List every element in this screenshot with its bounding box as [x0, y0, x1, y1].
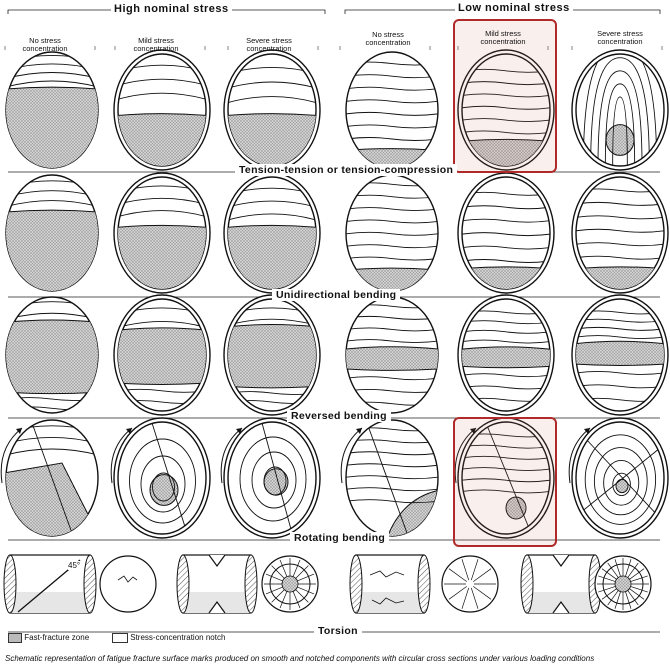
rotation-arrow-head — [470, 428, 476, 434]
fracture-surface-r2-c2 — [223, 294, 321, 416]
fracture-surface-r1-c0 — [5, 174, 99, 292]
highlight-box-bottom — [453, 417, 557, 547]
header-low-nominal-stress: Low nominal stress — [455, 2, 573, 14]
highlight-box-top — [453, 19, 557, 173]
fracture-surface-r3-c5 — [571, 417, 669, 539]
row-label-torsion: Torsion — [314, 625, 362, 637]
header-high-nominal-stress: High nominal stress — [111, 3, 232, 15]
torsion-cracks — [369, 570, 405, 605]
torsion-shaft — [3, 554, 97, 614]
rotation-arrow — [220, 427, 243, 484]
column-tick — [227, 46, 319, 50]
fracture-surface-r1-c1 — [113, 172, 211, 294]
fracture-surface-r2-c0 — [5, 296, 99, 414]
fracture-surface-r0-c4 — [457, 49, 555, 171]
fracture-surface-r0-c1 — [113, 49, 211, 171]
column-tick — [4, 46, 96, 50]
rotation-arrow — [110, 427, 133, 484]
row-label-reversed-bending: Reversed bending — [287, 410, 391, 422]
row-label-unidirectional-bending: Unidirectional bending — [272, 289, 401, 301]
rotation-arrow-head — [356, 428, 362, 434]
rotation-arrow — [340, 427, 363, 484]
row-label-tension: Tension-tension or tension-compression — [235, 164, 458, 176]
fracture-surface-r3-c0 — [5, 419, 99, 537]
fracture-surface-r3-c1 — [113, 417, 211, 539]
fracture-surface-r2-c5 — [571, 294, 669, 416]
fracture-surface-r3-c3 — [345, 419, 439, 537]
notch-swatch — [112, 633, 128, 643]
figure-caption: Schematic representation of fatigue frac… — [5, 654, 595, 663]
fracture-surface-r1-c3 — [345, 174, 439, 292]
rotation-arrow-head — [16, 428, 22, 434]
torsion-shaft — [520, 554, 602, 614]
torsion-shaft — [349, 554, 431, 614]
legend-fast-fracture: Fast-fracture zone — [8, 633, 89, 643]
column-tick — [339, 46, 431, 50]
fracture-surface-r0-c5 — [571, 49, 669, 171]
fracture-surface-r2-c3 — [345, 296, 439, 414]
fracture-surface-r3-c4 — [457, 417, 555, 539]
column-tick — [571, 46, 663, 50]
fracture-surface-r1-c5 — [571, 172, 669, 294]
fracture-surface-r0-c3 — [345, 51, 439, 169]
fracture-surface-r2-c4 — [457, 294, 555, 416]
torsion-end-view-plain — [99, 555, 157, 613]
torsion-shaft — [176, 554, 258, 614]
rotation-arrow-head — [584, 428, 590, 434]
rotation-arrow — [0, 427, 23, 484]
torsion-end-view — [594, 555, 652, 613]
rotation-arrow — [454, 427, 477, 484]
rotation-arrow-head — [126, 428, 132, 434]
fracture-surface-r3-c2 — [223, 417, 321, 539]
torsion-profile — [117, 575, 138, 583]
torsion-end-view — [441, 555, 499, 613]
rotation-arrow — [568, 427, 591, 484]
torsion-end-view — [261, 555, 319, 613]
fracture-surface-r2-c1 — [113, 294, 211, 416]
rotation-arrow-head — [236, 428, 242, 434]
torsion-angle-label: 45° — [68, 561, 81, 570]
row-label-rotating-bending: Rotating bending — [290, 532, 390, 544]
column-tick — [457, 46, 549, 50]
fracture-surface-r0-c2 — [223, 49, 321, 171]
legend-notch: Stress-concentration notch — [112, 633, 225, 643]
fracture-surface-r1-c4 — [457, 172, 555, 294]
column-tick — [114, 46, 206, 50]
fracture-surface-r1-c2 — [223, 172, 321, 294]
fracture-surface-r0-c0 — [5, 51, 99, 169]
fast-fracture-swatch — [8, 633, 22, 643]
